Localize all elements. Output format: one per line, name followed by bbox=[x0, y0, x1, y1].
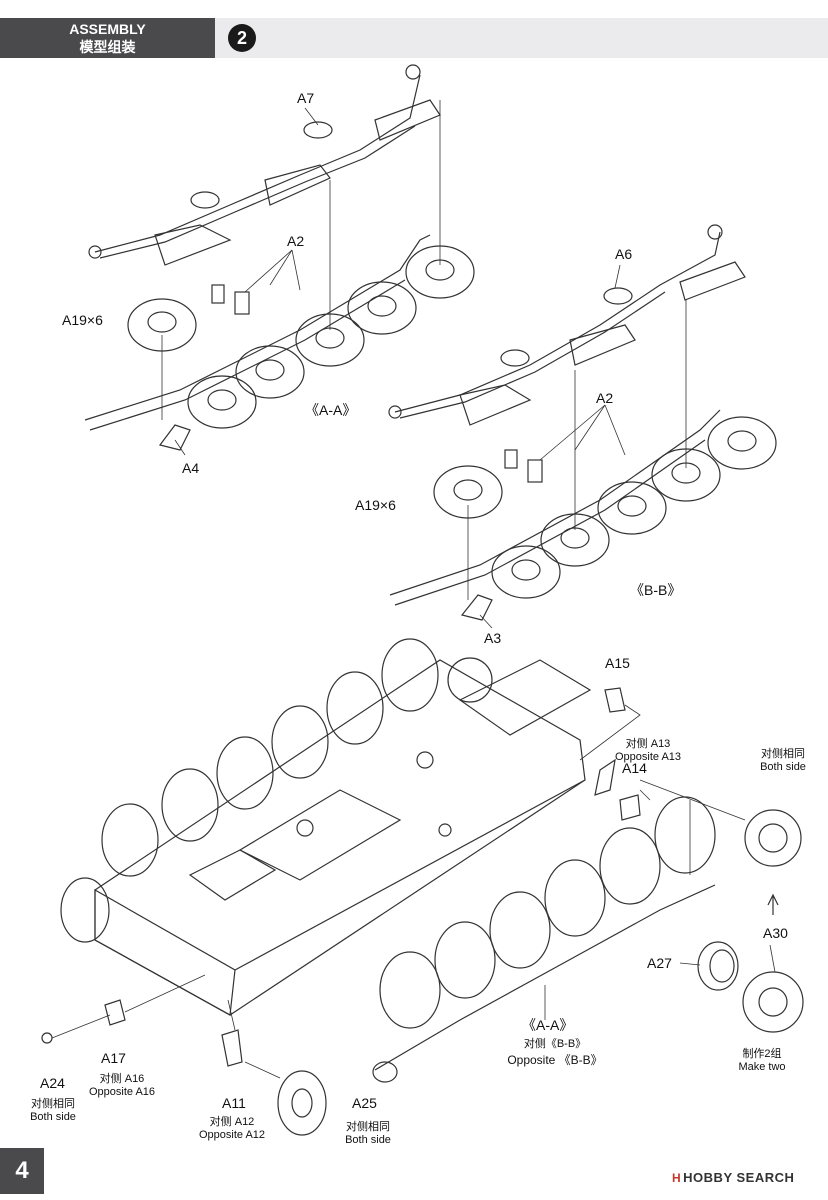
label-section-aa-bottom: 《A-A》 bbox=[522, 1017, 574, 1033]
label-a6: A6 bbox=[615, 246, 633, 262]
bracket-a7-1 bbox=[154, 224, 232, 266]
label-a16: 对侧 A16 Opposite A16 bbox=[82, 1070, 162, 1098]
hull-strip-aa bbox=[84, 234, 431, 421]
up-arrow-icon bbox=[767, 893, 779, 915]
label-sprocket-both-side: 对侧相同 Both side bbox=[748, 745, 818, 773]
label-a25-en: Both side bbox=[345, 1134, 391, 1146]
label-a14: A14 bbox=[622, 760, 647, 776]
watermark-text: HOBBY SEARCH bbox=[683, 1170, 795, 1185]
part-a25 bbox=[277, 1070, 327, 1136]
label-a16-zh: 对侧 A16 bbox=[99, 1073, 145, 1085]
hull-sprocket bbox=[447, 657, 493, 703]
label-section-bb-bottom: 对侧《B-B》 Opposite 《B-B》 bbox=[500, 1035, 610, 1068]
arm-joint-a7-2 bbox=[303, 121, 333, 139]
assembly-title-en: ASSEMBLY bbox=[69, 21, 146, 37]
label-a3: A3 bbox=[484, 630, 502, 646]
label-a24-zh: 对侧相同 bbox=[31, 1098, 75, 1110]
label-a13: 对侧 A13 Opposite A13 bbox=[600, 735, 696, 763]
assembly-title-zh: 模型组装 bbox=[79, 39, 136, 55]
hull-strip-bb bbox=[389, 409, 721, 596]
hull-road-wheel-r1 bbox=[379, 951, 441, 1029]
label-bb-bottom-en: Opposite 《B-B》 bbox=[507, 1053, 603, 1067]
hull-hatch-1 bbox=[458, 659, 592, 736]
watermark-logo-icon: H bbox=[672, 1171, 682, 1185]
label-a12: 对侧 A12 Opposite A12 bbox=[190, 1113, 274, 1141]
label-section-aa-top: 《A-A》 bbox=[305, 402, 357, 418]
drive-sprocket bbox=[744, 809, 802, 867]
lower-suspension bbox=[374, 884, 716, 1071]
label-a19x6-mid: A19×6 bbox=[355, 497, 396, 513]
arm-end-a7-left bbox=[88, 245, 102, 259]
label-a24-en: Both side bbox=[30, 1111, 76, 1123]
label-a11: A11 bbox=[222, 1095, 246, 1111]
label-section-bb-mid: 《B-B》 bbox=[630, 582, 682, 598]
label-a24: A24 bbox=[40, 1075, 65, 1091]
arm-end-a7-right bbox=[405, 64, 421, 80]
label-a2-mid: A2 bbox=[596, 390, 614, 406]
label-a17: A17 bbox=[101, 1050, 126, 1066]
label-a27: A27 bbox=[647, 955, 672, 971]
bracket-a7-2 bbox=[264, 164, 331, 206]
hull-body bbox=[94, 659, 586, 1016]
label-a25-both-side: 对侧相同 Both side bbox=[336, 1118, 400, 1146]
part-a11 bbox=[221, 1029, 243, 1067]
label-a15: A15 bbox=[605, 655, 630, 671]
label-a16-en: Opposite A16 bbox=[88, 1086, 156, 1098]
label-make-en: Make two bbox=[738, 1061, 786, 1073]
label-a2-top: A2 bbox=[287, 233, 305, 249]
label-a12-zh: 对侧 A12 bbox=[209, 1116, 255, 1128]
part-a3 bbox=[460, 594, 493, 621]
step-number-badge: 2 bbox=[228, 24, 256, 52]
label-a30: A30 bbox=[763, 925, 788, 941]
part-a14 bbox=[619, 794, 641, 821]
part-a4 bbox=[158, 424, 191, 451]
label-a7: A7 bbox=[297, 90, 315, 106]
part-a2-top bbox=[234, 291, 250, 315]
part-a24 bbox=[41, 1032, 53, 1044]
label-a25-zh: 对侧相同 bbox=[346, 1121, 390, 1133]
suspension-arm-a6 bbox=[394, 231, 721, 413]
part-a2-mid bbox=[527, 459, 543, 483]
part-a30 bbox=[742, 971, 804, 1033]
label-make-two: 制作2组 Make two bbox=[730, 1045, 794, 1073]
label-sprocket-en: Both side bbox=[760, 761, 806, 773]
arm-joint-a7-1 bbox=[190, 191, 220, 209]
part-a15 bbox=[604, 687, 626, 713]
label-a13-en: Opposite A13 bbox=[614, 751, 682, 763]
label-sprocket-zh: 对侧相同 bbox=[761, 748, 805, 760]
label-a13-zh: 对侧 A13 bbox=[625, 738, 671, 750]
label-make-zh: 制作2组 bbox=[742, 1048, 782, 1060]
suspension-arm-a7-lower bbox=[99, 125, 416, 259]
label-a25: A25 bbox=[352, 1095, 377, 1111]
label-a4: A4 bbox=[182, 460, 200, 476]
label-a24-both-side: 对侧相同 Both side bbox=[20, 1095, 86, 1123]
assembly-title-box: ASSEMBLY 模型组装 bbox=[0, 18, 215, 58]
label-a12-en: Opposite A12 bbox=[198, 1129, 266, 1141]
label-a19x6-top: A19×6 bbox=[62, 312, 103, 328]
label-bb-bottom-zh: 对侧《B-B》 bbox=[523, 1038, 587, 1050]
page-number: 4 bbox=[0, 1148, 44, 1194]
part-a27 bbox=[697, 941, 739, 991]
hull-road-wheel-1 bbox=[101, 803, 159, 877]
part-a17 bbox=[104, 999, 126, 1026]
suspension-arm-a7 bbox=[94, 74, 421, 253]
hull-hatch-2 bbox=[238, 789, 402, 881]
